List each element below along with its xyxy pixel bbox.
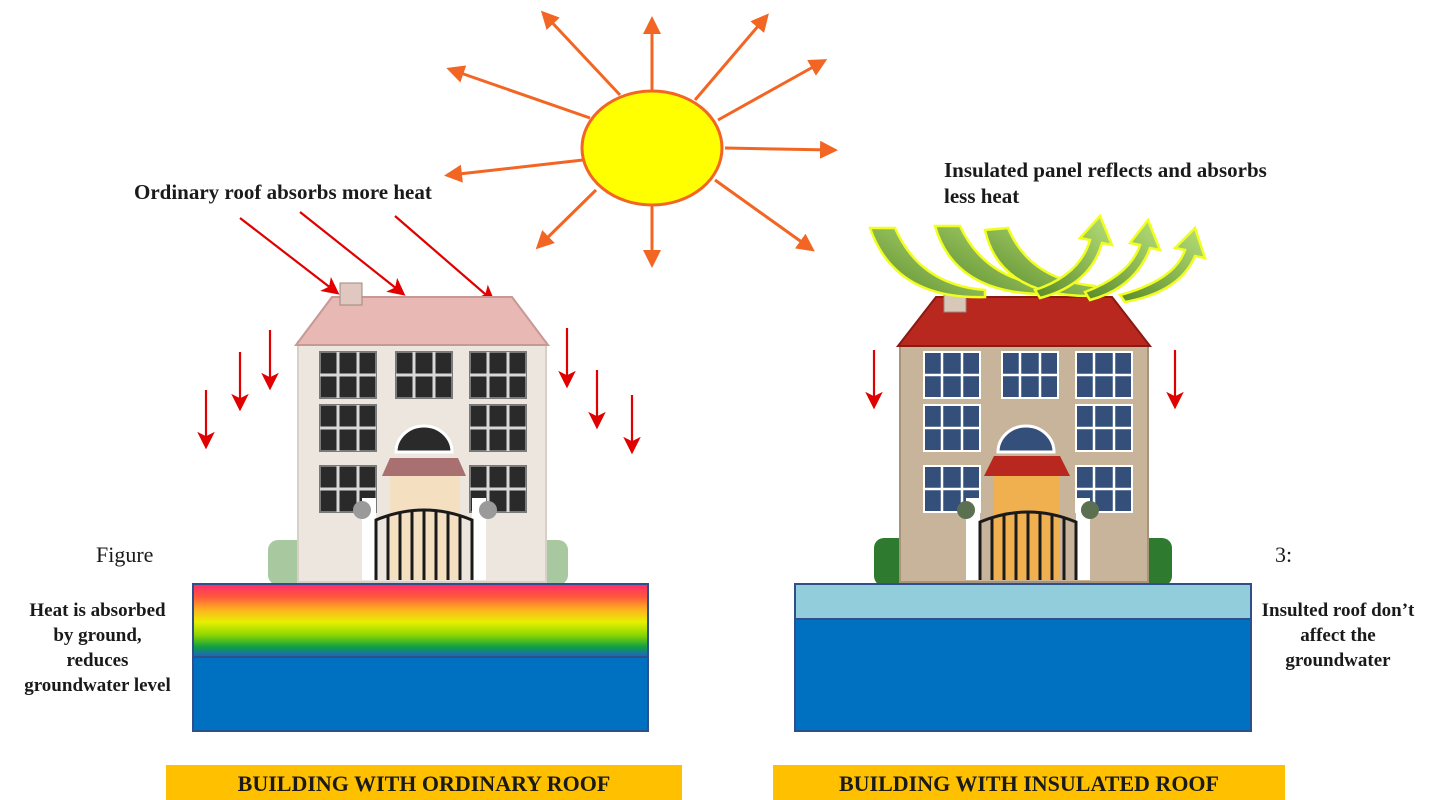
- building-ordinary-roof: [268, 282, 568, 585]
- building-insulated-roof: [874, 289, 1172, 586]
- figure-word: Figure: [96, 542, 154, 567]
- heat-absorbed-layer: [192, 583, 649, 658]
- heat-arrows-right: [865, 350, 1184, 410]
- insulated-no-effect-caption: Insulted roof don’t affect the groundwat…: [1261, 600, 1415, 671]
- banner-insulated-roof: BUILDING WITH INSULATED ROOF: [773, 765, 1285, 800]
- reflected-heat-arrows: [868, 213, 1207, 304]
- figure-number: 3:: [1275, 542, 1293, 567]
- ordinary-roof-caption: Ordinary roof absorbs more heat: [134, 180, 432, 204]
- ordinary-roof: [294, 296, 550, 346]
- banner-ordinary-roof: BUILDING WITH ORDINARY ROOF: [166, 765, 682, 800]
- insulated-panel-caption: Insulated panel reflects and absorbs les…: [944, 158, 1267, 208]
- heat-absorbed-caption: Heat is absorbed by ground, reduces grou…: [24, 600, 171, 696]
- groundwater-right: [794, 618, 1252, 732]
- ground-insulated: [794, 583, 1252, 732]
- sun-rays: [444, 10, 838, 268]
- ground-ordinary: [192, 583, 649, 732]
- sun-disc: [580, 89, 724, 207]
- sun: [444, 10, 838, 268]
- groundwater-left: [192, 656, 649, 732]
- insulated-roof: [895, 296, 1153, 347]
- heat-arrows-left: [197, 211, 641, 455]
- insulated-layer: [794, 583, 1252, 620]
